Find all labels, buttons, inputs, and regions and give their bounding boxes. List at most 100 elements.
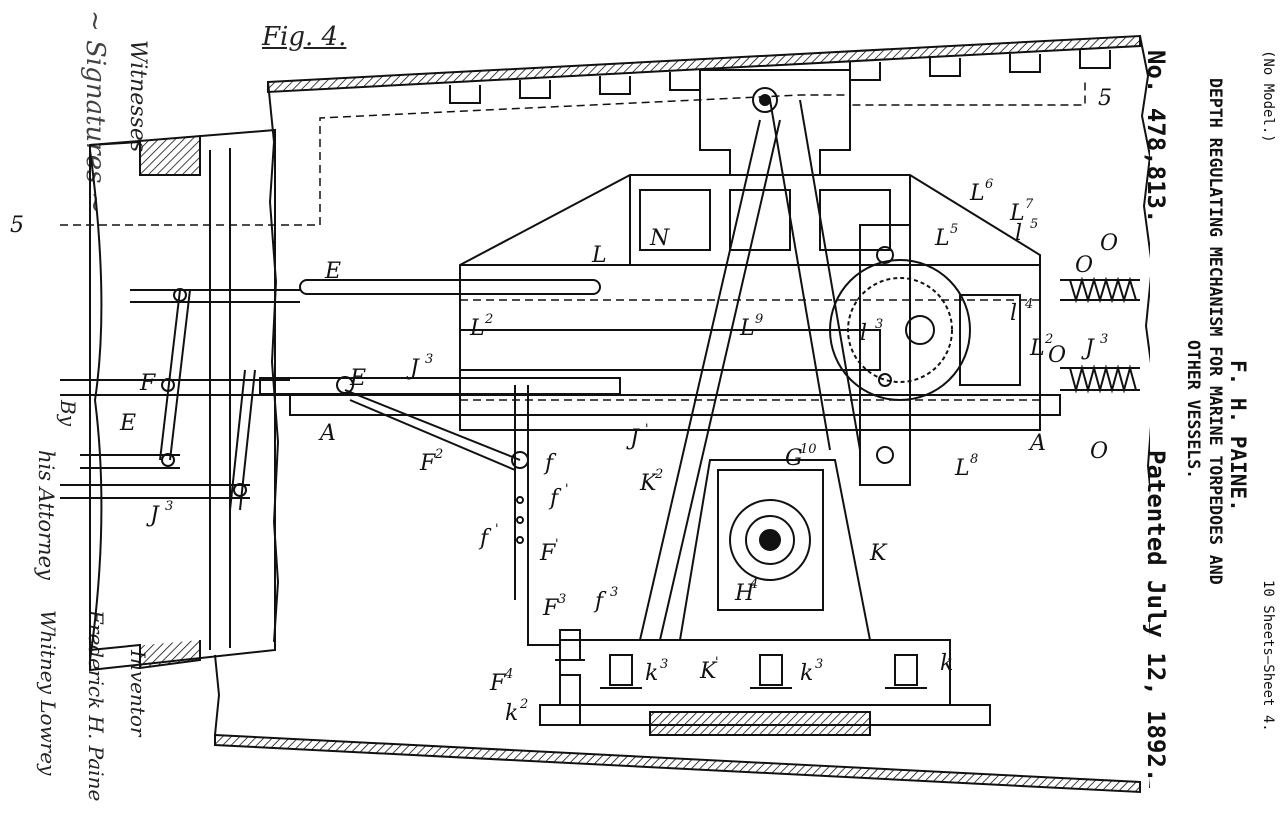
label-H4: H — [734, 581, 755, 606]
label-k3b-superscript: 3 — [815, 657, 823, 672]
label-L5: L — [934, 226, 950, 251]
label-K: K — [869, 541, 888, 566]
springs-O — [1060, 276, 1140, 394]
label-O2: O — [1075, 253, 1093, 278]
label-F4-superscript: 4 — [504, 667, 513, 682]
shaft-mid — [459, 329, 881, 371]
label-f3: f — [593, 589, 607, 614]
label-N: N — [649, 226, 670, 251]
patent-title-line-1: DEPTH REGULATING MECHANISM FOR MARINE TO… — [1206, 78, 1225, 585]
label-L2b-superscript: 2 — [1044, 332, 1053, 347]
label-Fp: F — [539, 541, 556, 566]
label-fp1: f — [548, 486, 562, 511]
hull-break-right — [1139, 35, 1150, 788]
left-section — [89, 128, 276, 672]
patent-title-line-2: OTHER VESSELS. — [1184, 340, 1203, 480]
label-J3a-superscript: 3 — [425, 352, 433, 367]
dashed-guides — [60, 80, 1086, 401]
label-L4: l — [1010, 301, 1017, 326]
label-Jp-superscript: ' — [645, 422, 649, 437]
label-J3b: J — [1081, 336, 1095, 361]
guide-bar-A — [289, 394, 1061, 416]
hull-bottom-wall — [214, 733, 1141, 794]
label-L7-superscript: 7 — [1025, 197, 1034, 212]
shaft-upper — [299, 279, 601, 295]
label-Fp-superscript: ' — [555, 537, 559, 552]
label-E3: E — [119, 411, 136, 436]
label-K2-superscript: 2 — [654, 467, 663, 482]
shaft-lower — [259, 377, 621, 395]
gear-wheel — [829, 259, 971, 401]
sheet-count: 10 Sheets—Sheet 4. — [1260, 580, 1276, 732]
base-bolts — [600, 654, 927, 689]
label-fp2-superscript: ' — [495, 522, 499, 537]
torpedo-mechanism-drawing: NLL2L2l3l4L5l5L6L7L8L9EEEFF2F3F4F'ff'f'f… — [10, 34, 1150, 794]
label-J3c-superscript: 3 — [165, 499, 173, 514]
label-k3a: k — [645, 661, 658, 686]
lever-E — [159, 289, 191, 461]
label-L8: L — [954, 456, 970, 481]
label-L: L — [591, 243, 607, 268]
label-F3-superscript: 3 — [558, 592, 566, 607]
label-K2: K — [639, 471, 658, 496]
label-Kp-superscript: ' — [715, 655, 719, 670]
label-G10-superscript: 10 — [800, 442, 817, 457]
label-L3-superscript: 3 — [875, 317, 883, 332]
top-hanger — [699, 69, 851, 176]
label-G10: G — [785, 446, 803, 471]
label-S5a: 5 — [1098, 86, 1112, 111]
label-l5: l — [1015, 221, 1022, 246]
label-O4: O — [1090, 439, 1108, 464]
label-k3b: k — [800, 661, 813, 686]
label-A1: A — [318, 421, 336, 446]
label-k3a-superscript: 3 — [660, 657, 668, 672]
label-L2b: L — [1029, 336, 1045, 361]
label-l5-superscript: 5 — [1030, 217, 1038, 232]
label-L6-superscript: 6 — [985, 177, 993, 192]
left-section-top-ring — [89, 135, 201, 176]
label-L6: L — [969, 181, 985, 206]
label-fp1-superscript: ' — [565, 482, 569, 497]
inventor-header: F. H. PAINE. — [1226, 360, 1250, 512]
label-E1: E — [324, 259, 341, 284]
label-J3c: J — [146, 503, 160, 528]
label-L9-superscript: 9 — [755, 312, 763, 327]
label-F3: F — [542, 596, 559, 621]
label-O3: O — [1048, 343, 1066, 368]
label-F1: F — [139, 371, 156, 396]
label-A2: A — [1028, 431, 1046, 456]
label-Kp: K — [699, 659, 718, 684]
label-S5b: 5 — [10, 213, 24, 238]
bolt-F3 — [559, 629, 581, 661]
link-F2 — [344, 389, 521, 471]
label-L8-superscript: 8 — [970, 452, 978, 467]
label-fp2: f — [478, 526, 492, 551]
label-k2-superscript: 2 — [519, 697, 528, 712]
label-F2-superscript: 2 — [434, 447, 443, 462]
central-column — [678, 459, 872, 641]
label-E2: E — [349, 366, 366, 391]
base-plate — [559, 639, 951, 706]
label-F4: F — [489, 671, 506, 696]
label-Jp: J — [626, 426, 640, 451]
label-k2: k — [505, 701, 518, 726]
link-F-prime — [514, 385, 560, 646]
upper-casing — [459, 174, 1041, 431]
label-f: f — [543, 451, 557, 476]
label-O1: O — [1100, 231, 1118, 256]
label-k: k — [940, 651, 953, 676]
label-L7: L — [1009, 201, 1025, 226]
strut-main — [769, 99, 861, 451]
label-L4-superscript: 4 — [1024, 297, 1033, 312]
label-F2: F — [419, 451, 436, 476]
no-model-note: (No Model.) — [1260, 50, 1276, 143]
strut-K2 — [639, 119, 781, 641]
label-L3: l — [860, 321, 867, 346]
label-J3b-superscript: 3 — [1100, 332, 1108, 347]
label-L2a: L — [469, 316, 485, 341]
vertical-bar — [859, 224, 911, 486]
hull-break-left — [267, 81, 280, 643]
label-L5-superscript: 5 — [950, 222, 958, 237]
